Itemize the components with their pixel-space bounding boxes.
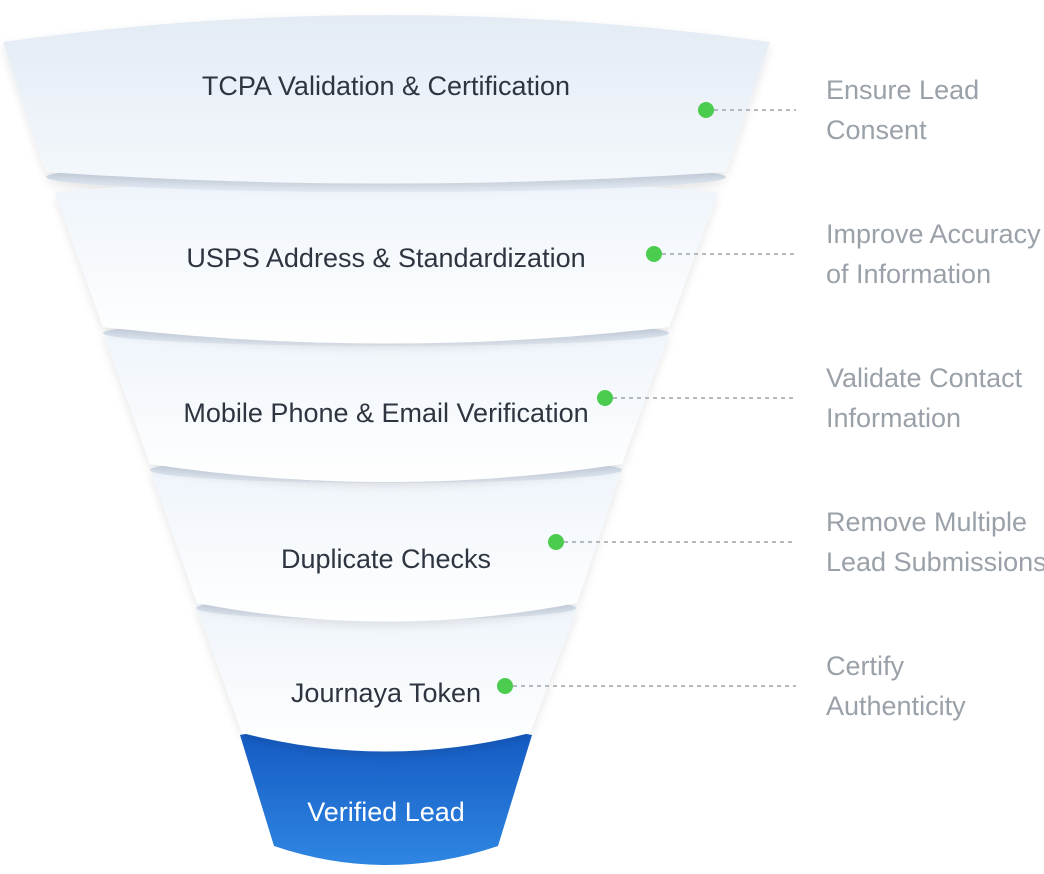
stage-2-band	[55, 178, 718, 344]
stage-2-label: USPS Address & Standardization	[186, 243, 585, 273]
final-stage-shape	[240, 721, 532, 865]
stage-1-band	[3, 15, 770, 184]
final-stage: Verified Lead	[240, 721, 532, 865]
benefit-1-line-1: Ensure Lead	[826, 75, 980, 105]
stage-3-label: Mobile Phone & Email Verification	[183, 398, 588, 428]
benefit-2-line-1: Improve Accuracy	[826, 219, 1041, 249]
benefit-5-line-2: Authenticity	[826, 691, 966, 721]
benefit-3-line-1: Validate Contact	[826, 363, 1023, 393]
stage-4-band	[150, 454, 622, 622]
benefit-3: Validate Contact Information	[826, 358, 1041, 438]
connector-dots	[497, 102, 714, 694]
final-stage-label: Verified Lead	[307, 797, 465, 827]
benefit-2: Improve Accuracy of Information	[826, 214, 1041, 294]
stage-1: TCPA Validation & Certification	[3, 15, 770, 184]
connector-dot-1	[698, 102, 714, 118]
benefit-5-line-1: Certify	[826, 651, 905, 681]
benefit-2-line-2: of Information	[826, 259, 992, 289]
benefit-4-line-1: Remove Multiple	[826, 507, 1028, 537]
connector-dot-5	[497, 678, 513, 694]
connector-dot-4	[548, 534, 564, 550]
stage-5-label: Journaya Token	[291, 678, 481, 708]
benefit-5: Certify Authenticity	[826, 646, 1041, 726]
connector-dot-3	[597, 390, 613, 406]
benefit-4-line-2: Lead Submissions	[826, 547, 1044, 577]
stage-2: USPS Address & Standardization	[46, 162, 726, 344]
stage-4-label: Duplicate Checks	[281, 544, 491, 574]
stage-3-band	[103, 318, 669, 482]
connector-dot-2	[646, 246, 662, 262]
benefit-3-line-2: Information	[826, 403, 962, 433]
stage-3: Mobile Phone & Email Verification	[103, 318, 669, 482]
stage-5-band	[197, 594, 577, 752]
benefit-1-line-2: Consent	[826, 115, 927, 145]
benefit-4: Remove Multiple Lead Submissions	[826, 502, 1044, 582]
connectors	[505, 109, 796, 687]
stage-1-label: TCPA Validation & Certification	[202, 71, 570, 101]
benefit-1: Ensure Lead Consent	[826, 70, 1041, 150]
